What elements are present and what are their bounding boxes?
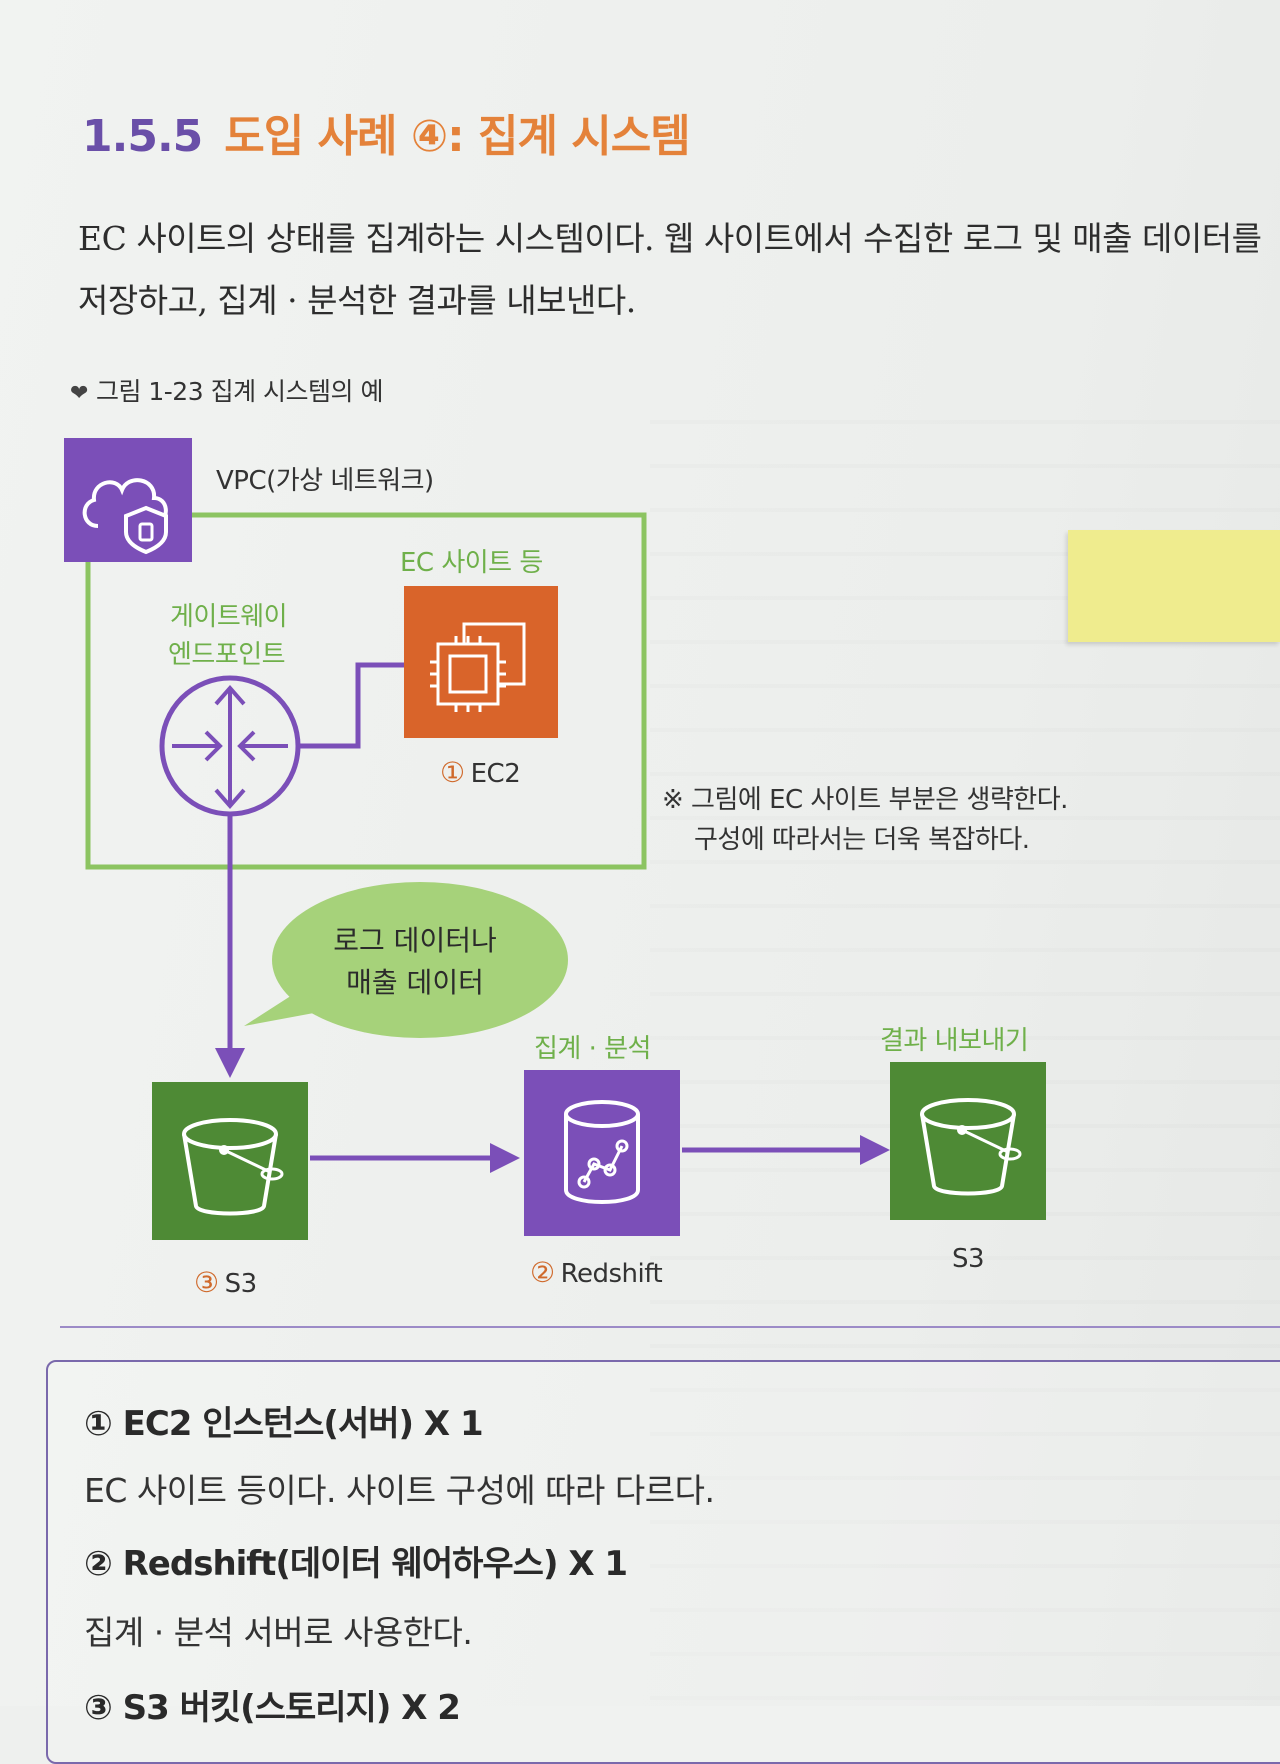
gateway-label-line2: 엔드포인트 <box>168 640 286 670</box>
note-line1: ※ 그림에 EC 사이트 부분은 생략한다. <box>662 785 1068 815</box>
chevron-down-icon: ❤︎ <box>70 381 88 406</box>
ec-site-label: EC 사이트 등 <box>400 548 543 578</box>
redshift-icon-tile <box>524 1070 680 1236</box>
gateway-ec2-connector <box>300 662 404 749</box>
section-heading: 1.5.5 도입 사례 ④: 집계 시스템 <box>82 100 691 164</box>
sticky-note <box>1068 530 1280 642</box>
summary-heading-redshift: ② Redshift(데이터 웨어하우스) X 1 <box>84 1544 628 1584</box>
summary-heading-s3: ③ S3 버킷(스토리지) X 2 <box>84 1688 461 1728</box>
bucket-icon <box>920 1098 1022 1196</box>
summary-box <box>46 1360 1280 1764</box>
vpc-icon-tile <box>64 438 192 562</box>
s3-label: S3 <box>224 1269 258 1299</box>
s3-icon-tile <box>152 1082 308 1240</box>
section-divider <box>60 1326 1280 1328</box>
vpc-label: VPC(가상 네트워크) <box>216 466 434 496</box>
architecture-diagram <box>85 512 890 1173</box>
figure-caption: ❤︎ 그림 1-23 집계 시스템의 예 <box>70 372 383 408</box>
ec2-icon-tile <box>404 586 558 738</box>
section-title: 도입 사례 ④: 집계 시스템 <box>224 111 690 162</box>
summary-desc-redshift: 집계 · 분석 서버로 사용한다. <box>84 1613 473 1652</box>
ec2-label: EC2 <box>470 759 521 789</box>
s3-number: ③ <box>194 1266 219 1299</box>
bubble-line1: 로그 데이터나 <box>333 924 497 957</box>
database-chart-icon <box>564 1100 640 1204</box>
s3-export-caption: S3 <box>952 1244 985 1274</box>
summary-heading-ec2: ① EC2 인스턴스(서버) X 1 <box>84 1404 484 1444</box>
chip-icon <box>430 622 526 712</box>
cloud-shield-icon <box>82 478 168 555</box>
figure-note: ※ 그림에 EC 사이트 부분은 생략한다. 구성에 따라서는 더욱 복잡하다. <box>662 780 1068 860</box>
intro-paragraph: EC 사이트의 상태를 집계하는 시스템이다. 웹 사이트에서 수집한 로그 및… <box>78 219 1262 320</box>
ec2-number: ① <box>440 756 465 789</box>
redshift-number: ② <box>530 1256 555 1289</box>
analysis-label: 집계 · 분석 <box>534 1034 651 1064</box>
vpc-boundary <box>85 512 647 870</box>
gateway-label-line1: 게이트웨이 <box>170 602 288 632</box>
redshift-label: Redshift <box>560 1259 663 1289</box>
data-speech-bubble <box>244 882 568 1038</box>
bubble-text: 로그 데이터나 매출 데이터 <box>300 920 530 1004</box>
summary-desc-ec2: EC 사이트 등이다. 사이트 구성에 따라 다르다. <box>84 1471 715 1510</box>
figure-caption-text: 그림 1-23 집계 시스템의 예 <box>95 377 384 406</box>
gateway-endpoint-icon <box>159 675 301 817</box>
bucket-icon <box>182 1118 284 1216</box>
section-number: 1.5.5 <box>82 111 203 162</box>
s3-export-icon-tile <box>890 1062 1046 1220</box>
bubble-line2: 매출 데이터 <box>346 966 484 999</box>
note-line2: 구성에 따라서는 더욱 복잡하다. <box>694 825 1030 855</box>
export-label: 결과 내보내기 <box>880 1026 1029 1056</box>
